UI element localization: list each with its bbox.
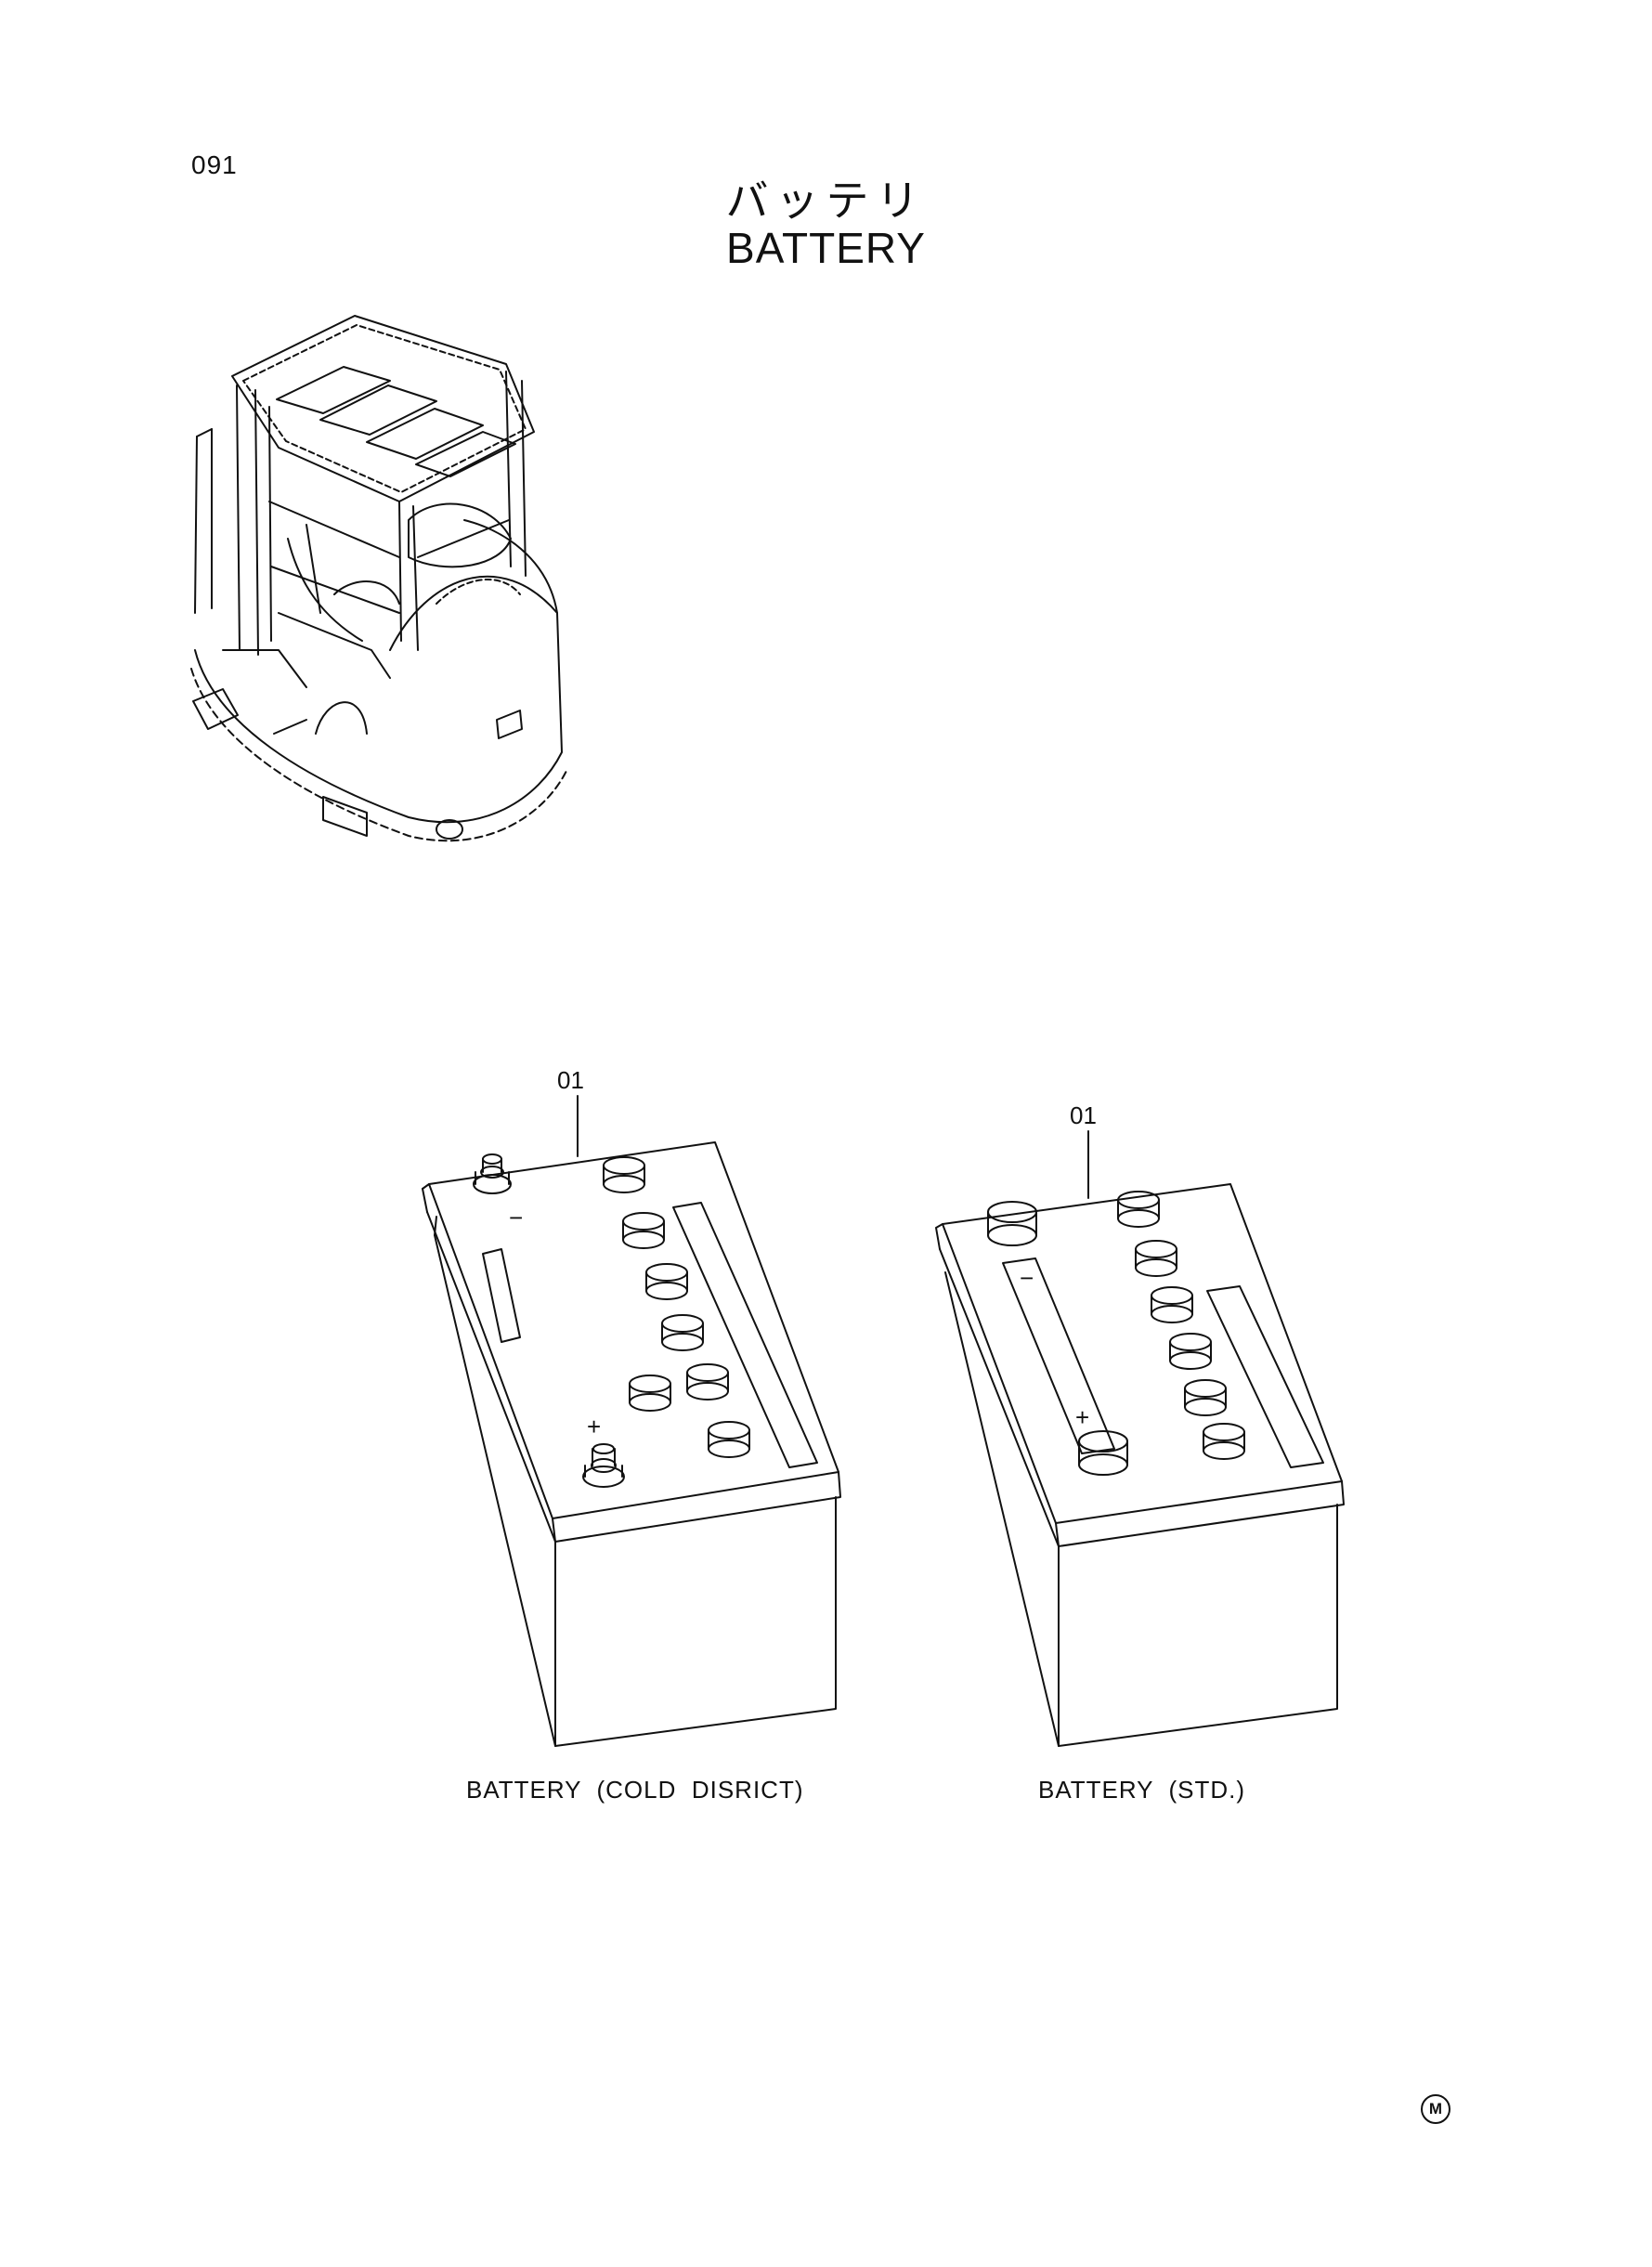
negative-terminal <box>988 1202 1036 1245</box>
canopy-posts <box>195 371 526 655</box>
vent-caps <box>1118 1192 1244 1459</box>
vent-caps <box>604 1157 749 1457</box>
cold-positive-label: + <box>587 1413 601 1440</box>
page-title: BATTERY <box>726 224 926 272</box>
canopy-roof <box>232 316 534 502</box>
manufacturer-mark-icon: M <box>1421 2094 1450 2124</box>
operator-area <box>279 504 511 678</box>
page-title-japanese: バッテリ <box>725 176 927 226</box>
battery-cold-district-drawing <box>423 1096 840 1746</box>
machine-body <box>191 520 566 840</box>
battery-standard-caption: BATTERY (STD.) <box>1038 1776 1246 1804</box>
part-reference-number: 01 <box>1070 1101 1097 1129</box>
cold-negative-label: − <box>509 1204 523 1231</box>
positive-terminal <box>583 1444 624 1487</box>
part-reference-number: 01 <box>557 1066 584 1094</box>
std-negative-label: − <box>1020 1264 1034 1292</box>
std-positive-label: + <box>1075 1403 1089 1431</box>
positive-terminal <box>1079 1431 1127 1475</box>
negative-terminal <box>474 1154 511 1193</box>
page-number: 091 <box>191 150 238 179</box>
battery-cold-district-caption: BATTERY (COLD DISRICT) <box>466 1776 804 1804</box>
battery-standard-drawing <box>936 1131 1344 1746</box>
